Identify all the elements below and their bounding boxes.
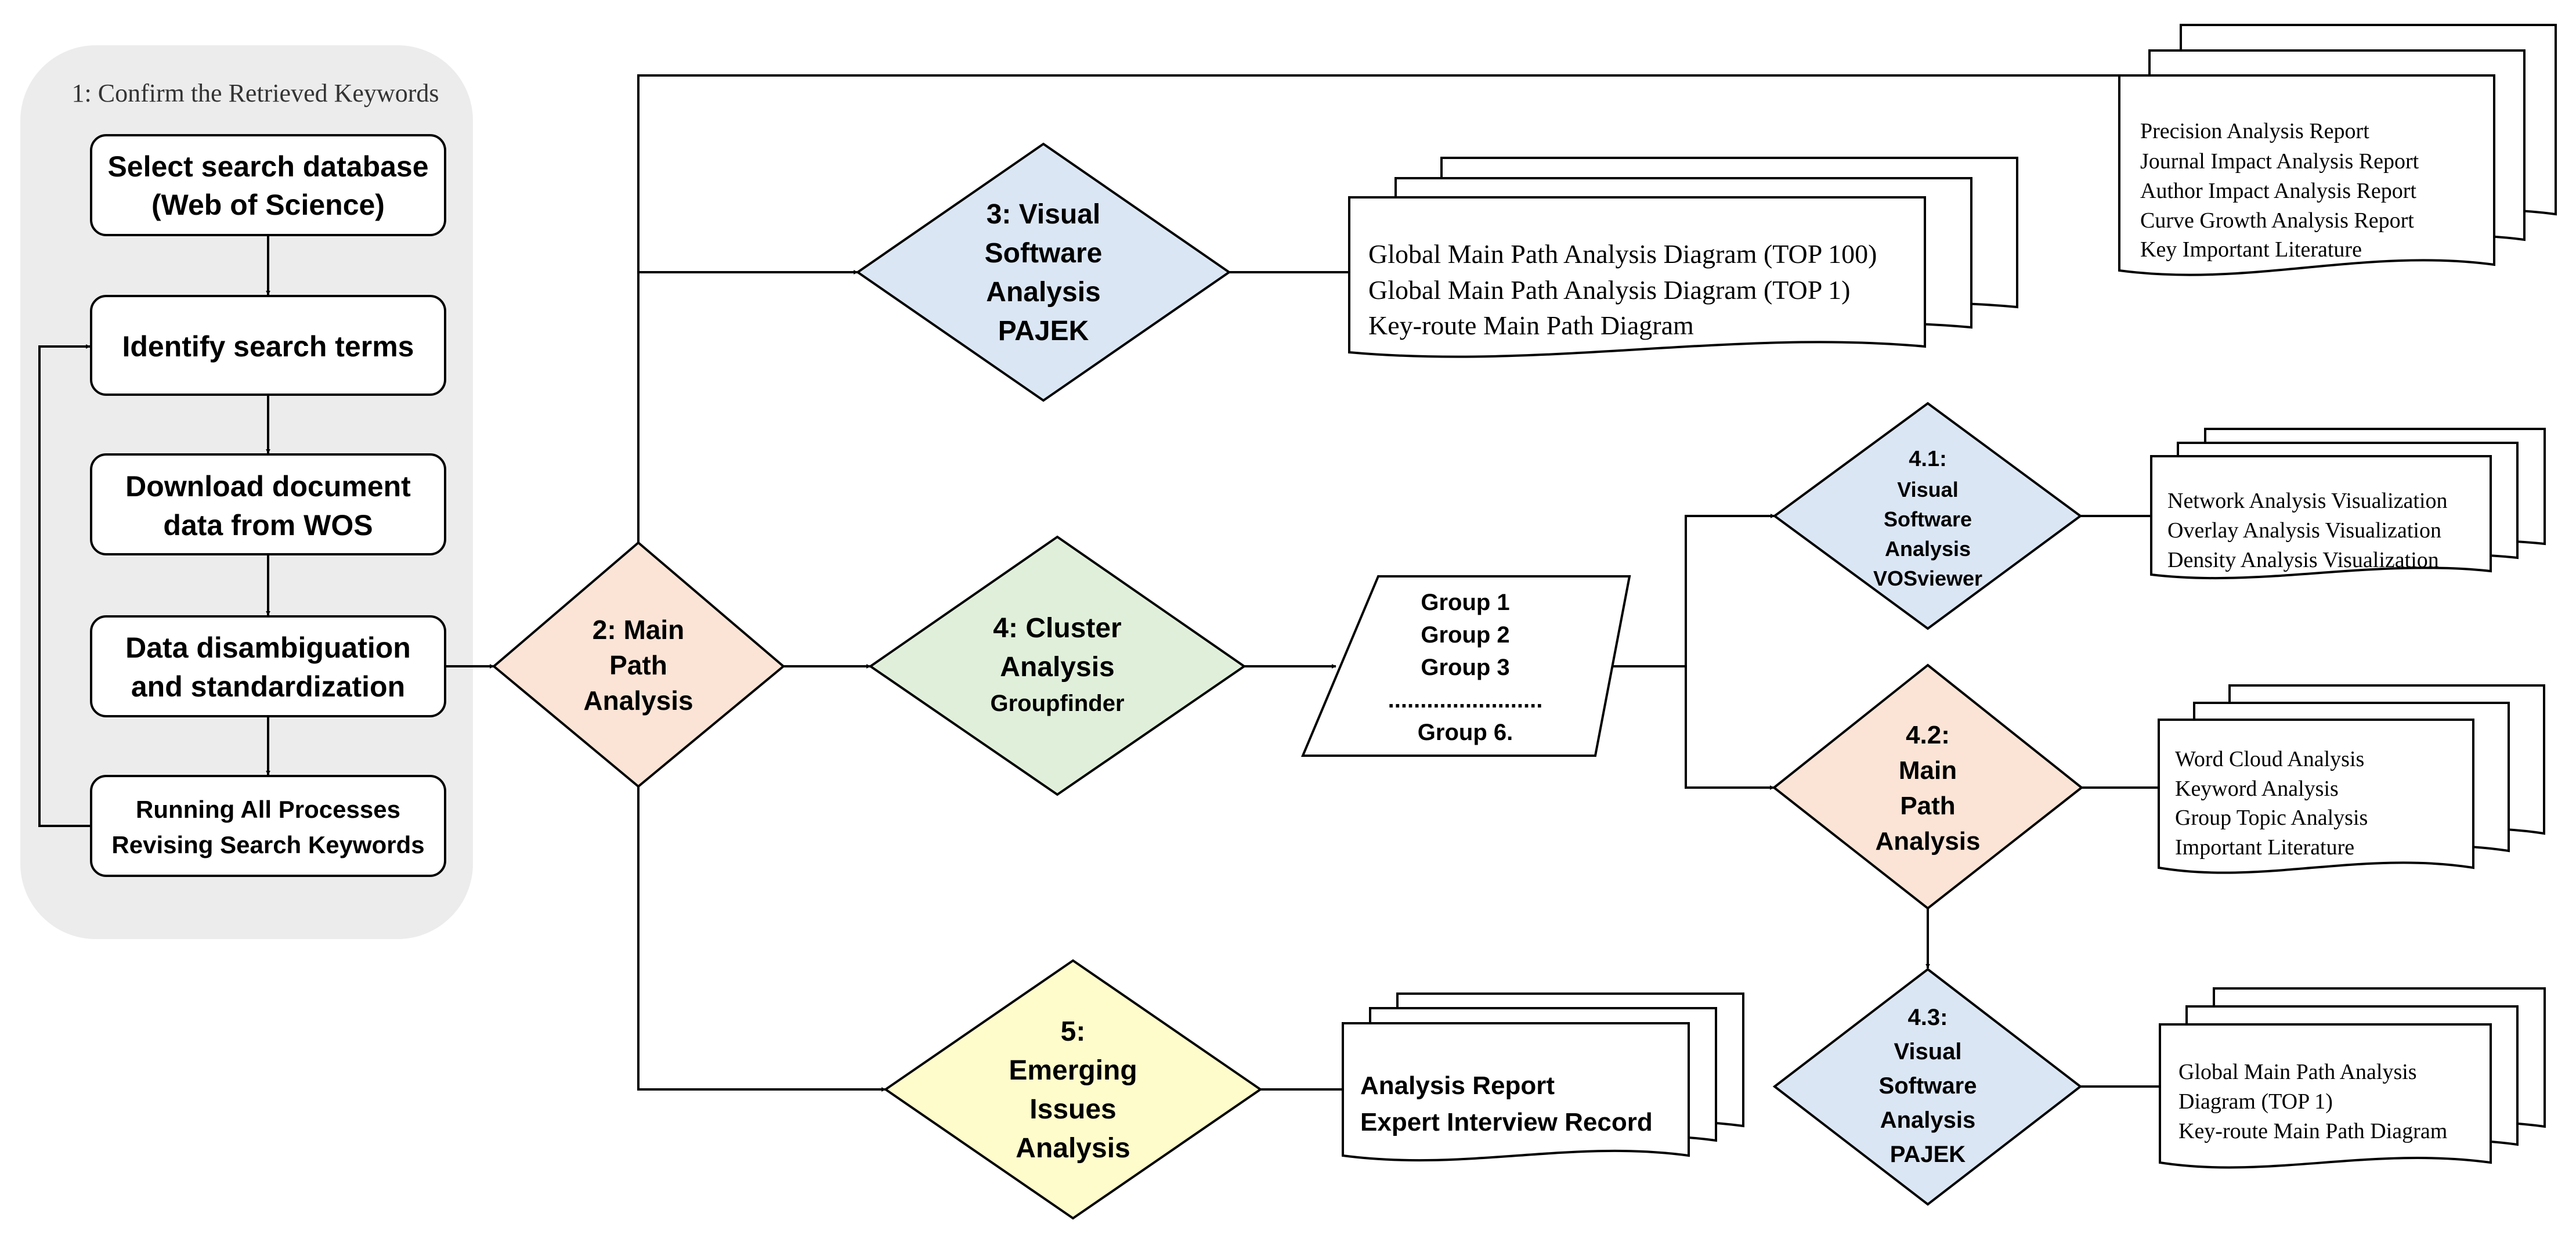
group-main-path-line3: Path: [1900, 792, 1955, 820]
group-pajek-output-line3: Key-route Main Path Diagram: [2178, 1119, 2447, 1143]
step-select-database: Select search database (Web of Science): [90, 134, 446, 236]
group-main-path-line4: Analysis: [1876, 827, 1981, 856]
step-download-data-line2: data from WOS: [163, 509, 373, 542]
reports-line5: Key Important Literature: [2140, 237, 2362, 262]
keyword-panel-title: 1: Confirm the Retrieved Keywords: [72, 79, 439, 107]
main-path-line1: 2: Main: [592, 615, 684, 645]
group-item-last: Group 6.: [1418, 720, 1513, 745]
arrow-main-to-emerging: [637, 786, 886, 1092]
pajek-output-line3: Key-route Main Path Diagram: [1368, 311, 1694, 340]
decision-group-pajek: 4.3: Visual Software Analysis PAJEK: [1772, 968, 2083, 1206]
reports-line3: Author Impact Analysis Report: [2140, 179, 2416, 203]
emerging-line4: Analysis: [1016, 1133, 1130, 1164]
step-disambiguation-line1: Data disambiguation: [125, 631, 411, 664]
group-pajek-line3: Software: [1879, 1073, 1977, 1099]
visual-pajek-line3: Analysis: [986, 277, 1100, 308]
group-pajek-line1: 4.3:: [1908, 1005, 1948, 1030]
vosviewer-line3: Software: [1884, 507, 1972, 531]
group-main-path-line1: 4.2:: [1906, 721, 1950, 749]
visual-pajek-line2: Software: [985, 238, 1103, 269]
group-ellipsis: ........................: [1388, 687, 1543, 713]
decision-cluster: 4: Cluster Analysis Groupfinder: [868, 535, 1247, 796]
vosviewer-line2: Visual: [1897, 478, 1958, 501]
main-path-line3: Analysis: [583, 685, 693, 716]
reports-line2: Journal Impact Analysis Report: [2140, 149, 2419, 174]
keyword-panel: 1: Confirm the Retrieved Keywords Select…: [20, 45, 473, 939]
step-identify-terms: Identify search terms: [90, 295, 446, 396]
emerging-output-line2: Expert Interview Record: [1360, 1108, 1653, 1136]
arrow-groups-to-vosviewer: [1685, 514, 1775, 666]
decision-emerging: 5: Emerging Issues Analysis: [883, 959, 1263, 1220]
line-main-to-reports: [637, 74, 2150, 543]
group-pajek-line2: Visual: [1894, 1039, 1961, 1064]
step-running-processes-line2: Revising Search Keywords: [111, 831, 424, 858]
doc-group-pajek-outputs: Global Main Path Analysis Diagram (TOP 1…: [2159, 987, 2546, 1169]
emerging-line1: 5:: [1061, 1016, 1086, 1047]
doc-pajek-outputs: Global Main Path Analysis Diagram (TOP 1…: [1348, 157, 2018, 358]
main-path-line2: Path: [609, 650, 667, 680]
step-identify-terms-line1: Identify search terms: [122, 330, 414, 363]
step-running-processes-line1: Running All Processes: [136, 796, 400, 823]
emerging-output-line1: Analysis Report: [1360, 1071, 1555, 1100]
reports-line4: Curve Growth Analysis Report: [2140, 208, 2414, 233]
doc-reports-top: Precision Analysis Report Journal Impact…: [2118, 24, 2557, 276]
group-list: Group 1 Group 2 Group 3 ................…: [1300, 575, 1631, 757]
step-select-database-line1: Select search database: [107, 150, 428, 183]
vos-output-line1: Network Analysis Visualization: [2167, 489, 2448, 513]
cluster-line1: 4: Cluster: [993, 613, 1121, 644]
visual-pajek-line4: PAJEK: [998, 316, 1089, 347]
doc-emerging-outputs: Analysis Report Expert Interview Record: [1342, 992, 1744, 1162]
step-disambiguation-line2: and standardization: [131, 670, 405, 703]
pajek-output-line2: Global Main Path Analysis Diagram (TOP 1…: [1368, 275, 1850, 305]
decision-vosviewer: 4.1: Visual Software Analysis VOSviewer: [1772, 402, 2083, 630]
feedback-loop-arrow: [38, 344, 91, 827]
emerging-line3: Issues: [1029, 1094, 1116, 1125]
group-pajek-line4: Analysis: [1880, 1107, 1976, 1133]
decision-visual-pajek: 3: Visual Software Analysis PAJEK: [855, 142, 1231, 402]
pajek-output-line1: Global Main Path Analysis Diagram (TOP 1…: [1368, 239, 1877, 269]
group-item-2: Group 2: [1421, 622, 1509, 648]
group-item-1: Group 1: [1421, 590, 1509, 615]
cluster-line3: Groupfinder: [990, 691, 1124, 716]
vos-output-line2: Overlay Analysis Visualization: [2167, 518, 2441, 543]
decision-main-path: 2: Main Path Analysis: [492, 541, 786, 788]
doc-group-mpa-outputs: Word Cloud Analysis Keyword Analysis Gro…: [2158, 684, 2545, 874]
cluster-line2: Analysis: [1000, 652, 1114, 683]
group-mpa-output-line4: Important Literature: [2175, 835, 2354, 860]
group-pajek-output-line2: Diagram (TOP 1): [2178, 1089, 2333, 1114]
vosviewer-line4: Analysis: [1885, 537, 1971, 561]
step-disambiguation: Data disambiguation and standardization: [90, 615, 446, 717]
group-main-path-line2: Main: [1899, 756, 1957, 785]
group-pajek-line5: PAJEK: [1890, 1142, 1966, 1167]
vosviewer-line5: VOSviewer: [1873, 566, 1982, 590]
group-pajek-output-line1: Global Main Path Analysis: [2178, 1060, 2417, 1084]
group-item-3: Group 3: [1421, 655, 1509, 680]
connectors: [445, 74, 2160, 1092]
arrow-groups-to-group-main-path: [1685, 666, 1775, 790]
step-select-database-line2: (Web of Science): [151, 189, 385, 221]
step-download-data: Download document data from WOS: [90, 453, 446, 555]
vos-output-line3: Density Analysis Visualization: [2167, 548, 2439, 572]
vosviewer-line1: 4.1:: [1909, 447, 1946, 471]
decision-group-main-path: 4.2: Main Path Analysis: [1772, 663, 2084, 910]
step-download-data-line1: Download document: [125, 470, 411, 503]
doc-vos-outputs: Network Analysis Visualization Overlay A…: [2150, 428, 2546, 580]
reports-line1: Precision Analysis Report: [2140, 119, 2369, 143]
step-running-processes: Running All Processes Revising Search Ke…: [90, 775, 446, 877]
group-mpa-output-line3: Group Topic Analysis: [2175, 806, 2368, 830]
group-mpa-output-line2: Keyword Analysis: [2175, 777, 2339, 801]
group-mpa-output-line1: Word Cloud Analysis: [2175, 747, 2364, 771]
emerging-line2: Emerging: [1009, 1055, 1137, 1086]
visual-pajek-line1: 3: Visual: [987, 199, 1101, 230]
